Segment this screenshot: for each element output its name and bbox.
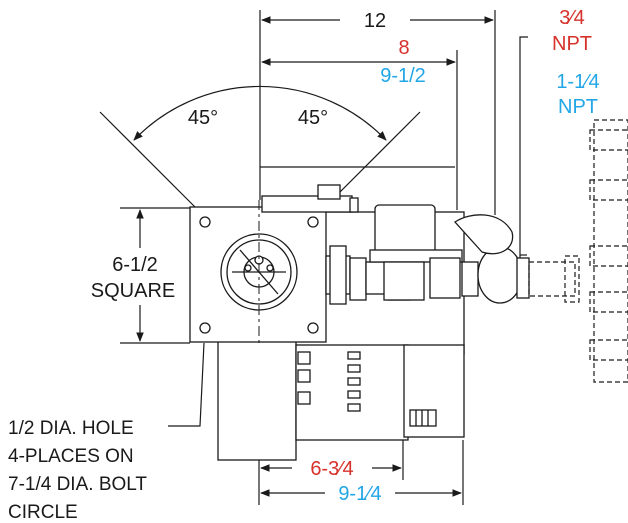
npt-114-size: 1-1⁄4 (556, 71, 599, 93)
hole-note-line3: 7-1/4 DIA. BOLT (8, 474, 147, 495)
angle-left-label: 45° (188, 107, 218, 129)
dim-8: 8 (398, 37, 409, 59)
dim-9-half: 9-1/2 (380, 65, 426, 87)
hole-note-line2: 4-PLACES ON (8, 446, 134, 467)
dimension-lines (99, 16, 528, 497)
hole-note-line4: CIRCLE (8, 502, 78, 523)
hole-note-line1: 1/2 DIA. HOLE (8, 418, 134, 439)
pipe-assembly-dashed (528, 119, 628, 383)
npt-34-size: 3⁄4 (559, 7, 585, 29)
dim-overall-width: 12 (364, 10, 386, 32)
npt-114-unit: NPT (558, 96, 598, 118)
square-label: SQUARE (91, 280, 175, 302)
dim-6-34: 6-3⁄4 (310, 458, 353, 480)
burner-body (189, 184, 530, 461)
npt-34-unit: NPT (552, 33, 592, 55)
square-size: 6-1/2 (112, 254, 158, 276)
bolt-holes (199, 216, 319, 334)
angle-right-label: 45° (298, 107, 328, 129)
dim-9-14: 9-1⁄4 (338, 483, 381, 505)
